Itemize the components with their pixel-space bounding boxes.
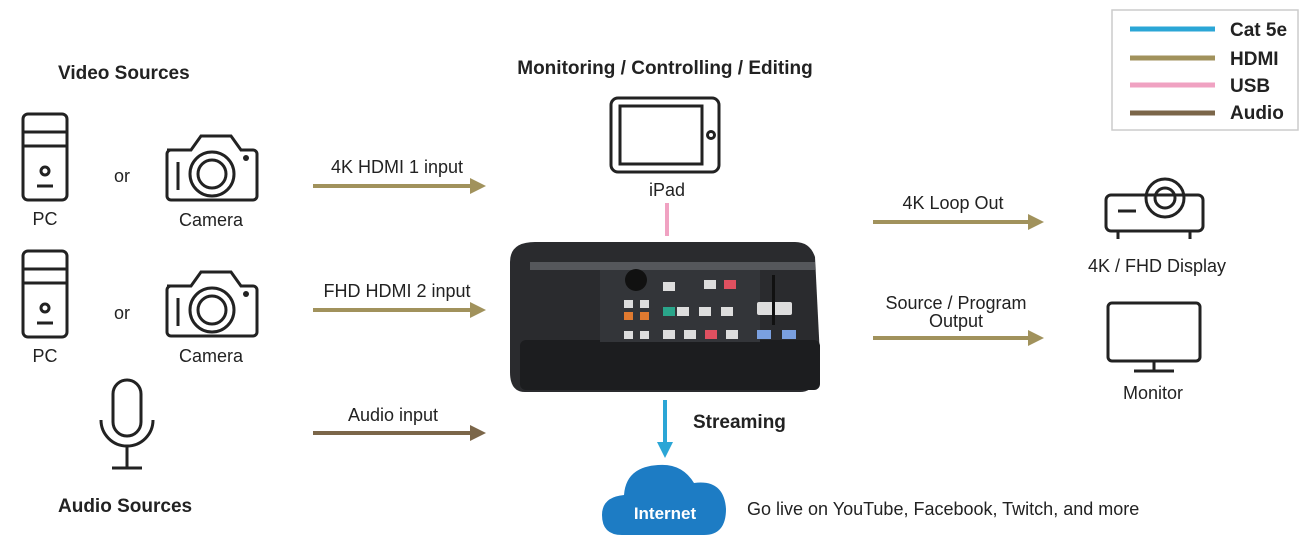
hdmi1-label: 4K HDMI 1 input — [331, 157, 463, 177]
pc-label: PC — [32, 346, 57, 366]
output-label-line1: Source / Program — [885, 293, 1026, 313]
ipad-icon — [609, 96, 721, 174]
pc-icon — [21, 112, 69, 202]
ipad-label: iPad — [649, 180, 685, 200]
legend-label: Cat 5e — [1230, 20, 1287, 41]
monitoring-heading: Monitoring / Controlling / Editing — [517, 58, 813, 79]
camera-icon — [165, 270, 259, 338]
or-label: or — [114, 303, 130, 323]
monitor-icon — [1106, 301, 1202, 373]
streaming-switcher-device — [510, 242, 820, 392]
microphone-icon — [99, 378, 155, 470]
legend-label: HDMI — [1230, 49, 1279, 70]
internet-label: Internet — [634, 504, 697, 523]
legend: Cat 5e HDMI USB Audio — [1111, 9, 1299, 131]
legend-label: Audio — [1230, 103, 1284, 124]
or-label: or — [114, 166, 130, 186]
pc-label: PC — [32, 209, 57, 229]
video-sources-heading: Video Sources — [58, 63, 190, 84]
display-label: 4K / FHD Display — [1088, 256, 1226, 276]
output-label-line2: Output — [929, 311, 983, 331]
streaming-label: Streaming — [693, 412, 786, 433]
internet-cloud-icon — [602, 464, 726, 535]
loop-out-label: 4K Loop Out — [902, 193, 1003, 213]
camera-label: Camera — [179, 210, 244, 230]
pc-icon — [21, 249, 69, 339]
camera-label: Camera — [179, 346, 244, 366]
monitor-label: Monitor — [1123, 383, 1183, 403]
go-live-text: Go live on YouTube, Facebook, Twitch, an… — [747, 499, 1139, 519]
audio-sources-heading: Audio Sources — [58, 496, 192, 517]
legend-label: USB — [1230, 76, 1270, 97]
audio-label: Audio input — [348, 405, 438, 425]
projector-icon — [1104, 177, 1205, 239]
hdmi2-label: FHD HDMI 2 input — [323, 281, 470, 301]
camera-icon — [165, 134, 259, 202]
